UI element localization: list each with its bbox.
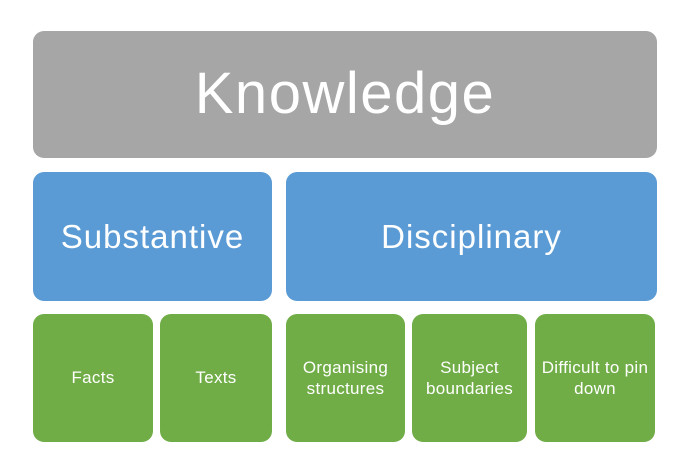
substantive-box: Substantive	[33, 172, 272, 301]
texts-label: Texts	[195, 368, 237, 388]
subject-boundaries-label: Subject boundaries	[425, 357, 514, 398]
texts-box: Texts	[160, 314, 272, 442]
disciplinary-box: Disciplinary	[286, 172, 657, 301]
difficult-to-pin-down-label: Difficult to pin down	[541, 357, 649, 398]
organising-structures-box: Organising structures	[286, 314, 405, 442]
disciplinary-label: Disciplinary	[381, 217, 562, 255]
substantive-label: Substantive	[60, 217, 245, 255]
difficult-to-pin-down-box: Difficult to pin down	[535, 314, 655, 442]
subject-boundaries-box: Subject boundaries	[412, 314, 527, 442]
facts-box: Facts	[33, 314, 153, 442]
organising-structures-label: Organising structures	[302, 357, 389, 398]
knowledge-box: Knowledge	[33, 31, 657, 158]
knowledge-label: Knowledge	[194, 61, 496, 127]
facts-label: Facts	[71, 368, 115, 388]
